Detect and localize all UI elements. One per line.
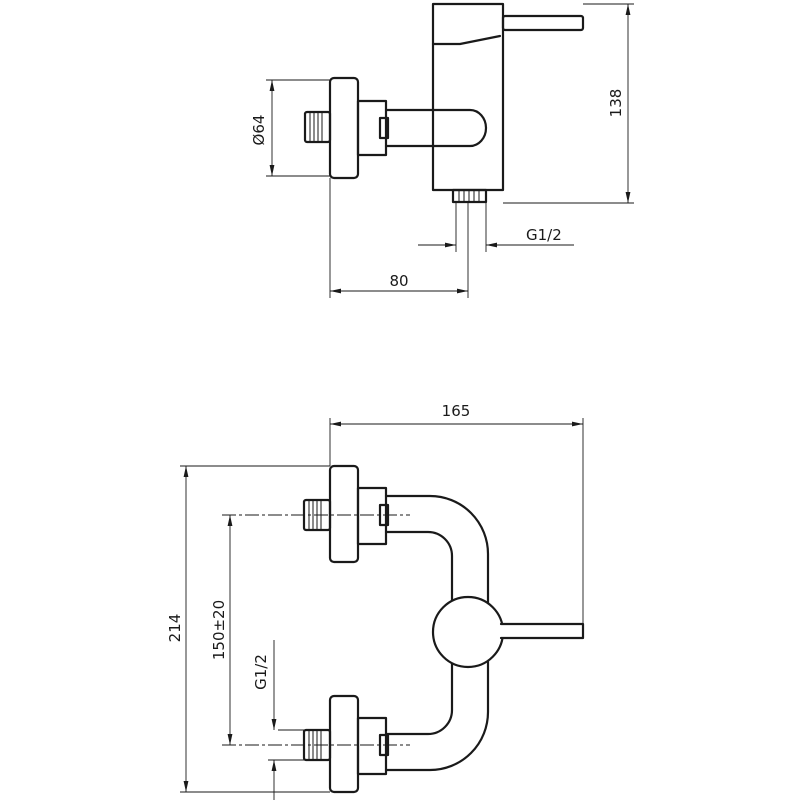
side-view: Ø64 138 G1/2 80 [250,2,634,298]
nut-collar [378,116,390,140]
mixer-body [431,2,505,192]
front-lever-handle [499,622,585,640]
mixer-body-circle [431,595,505,669]
front-view: 165 214 150±20 G1/2 [166,402,585,800]
thread-side-label: G1/2 [526,226,562,244]
wall-flange [328,76,360,180]
connecting-pipe [384,108,488,148]
height-label: 138 [607,89,625,118]
width-label: 165 [442,402,471,420]
bottom-eccentric-nut [356,716,388,776]
bottom-wall-flange [328,694,360,794]
spacing-label: 150±20 [210,600,228,660]
total-height-label: 214 [166,614,184,643]
top-wall-flange [328,464,360,564]
diameter-label: Ø64 [250,115,268,146]
thread-front-label: G1/2 [252,654,270,690]
lever-handle [501,14,585,32]
depth-label: 80 [389,272,408,290]
top-eccentric-nut [356,486,388,546]
eccentric-nut [356,99,388,157]
lever-base [431,34,502,46]
